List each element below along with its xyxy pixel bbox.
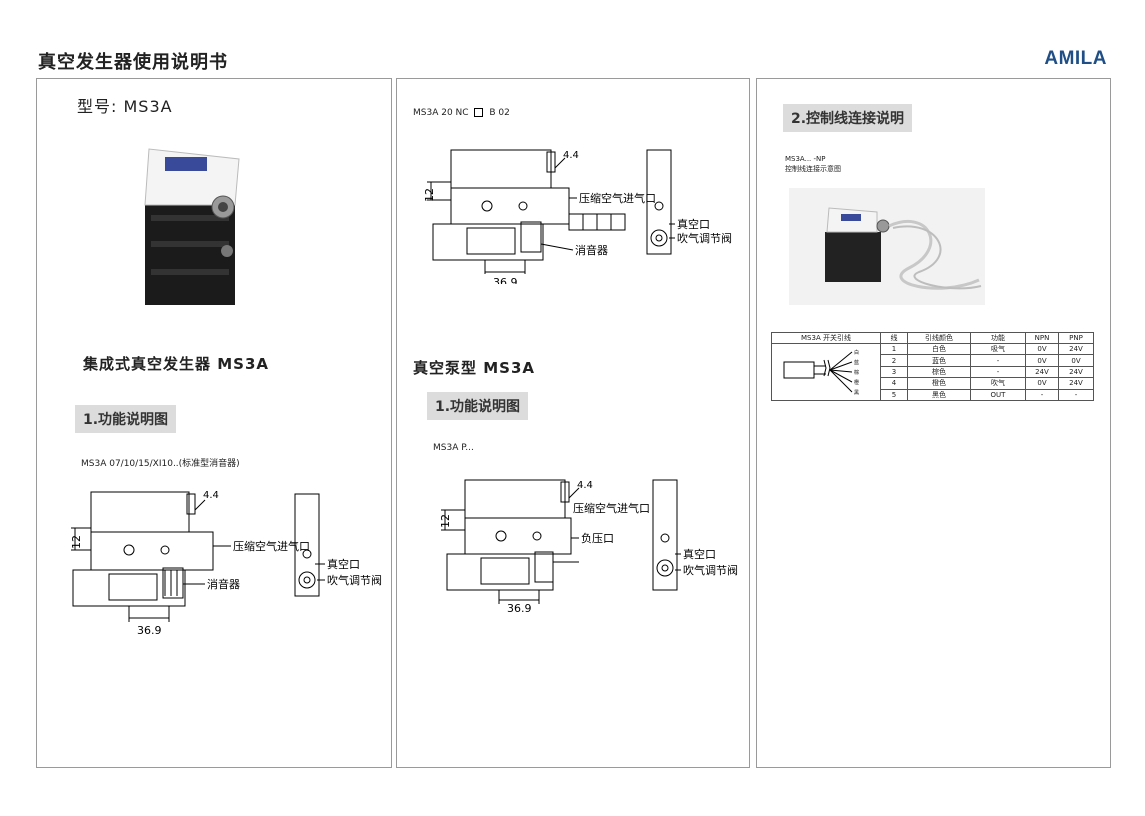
label-air-inlet: 压缩空气进气口 [573, 501, 650, 515]
connector-diagram: 白 蓝 棕 橙 黑 [783, 349, 859, 396]
col-header: MS3A 开关引线 [771, 332, 881, 344]
dim-height: 12 [439, 514, 452, 528]
table-row: 白 蓝 棕 橙 黑 1 白色 吸气 0V 24V [771, 342, 1094, 401]
product-name: 集成式真空发生器 MS3A [83, 355, 269, 373]
cell: 2 [880, 354, 908, 367]
dim-width: 36.9 [507, 602, 532, 614]
wire-mark: 棕 [854, 369, 859, 376]
dim-phi: 4.4 [563, 150, 579, 161]
col-header: 功能 [970, 332, 1026, 344]
dim-height: 12 [423, 188, 436, 202]
variant-label: MS3A 07/10/15/XI10..(标准型消音器) [81, 459, 240, 469]
wiring-table: MS3A 开关引线 线 引线颜色 功能 NPN PNP [771, 332, 1094, 402]
cell: 0V [1058, 354, 1094, 367]
wire-mark: 蓝 [854, 359, 859, 366]
cell: 0V [1025, 342, 1059, 356]
label-air-inlet: 压缩空气进气口 [233, 539, 310, 553]
document-title: 真空发生器使用说明书 [38, 52, 228, 73]
dim-height: 12 [70, 535, 83, 549]
connector-diagram-cell: 白 蓝 棕 橙 黑 [771, 343, 881, 401]
cell: 4 [880, 377, 908, 390]
checkbox-icon [474, 108, 484, 117]
cell: 1 [880, 342, 908, 356]
label-silencer: 消音器 [207, 577, 240, 591]
label-vacuum-port: 真空口 [683, 547, 716, 561]
function-diagram-top: 12 36.9 4.4 压缩空气进气口 消音器 真空口 吹气调节阀 [423, 149, 732, 284]
cell: 白色 [907, 342, 971, 356]
label-negative-port: 负压口 [581, 531, 614, 545]
dim-phi: 4.4 [203, 490, 219, 501]
table-row: 5 黑色 OUT - - [772, 388, 1094, 402]
cell: 0V [1025, 354, 1059, 367]
panel-vacuum-pump: MS3A 20 NC B 02 12 36.9 4.4 压缩空气进气口 消音器 … [396, 78, 750, 768]
top-variant-label: MS3A 20 NC [413, 108, 469, 118]
label-blow-valve: 吹气调节阀 [327, 573, 382, 587]
panel-generator: 型号: MS3A 集成式真空发生器 MS3A 1.功能说明图 MS3A 07/1… [36, 78, 392, 768]
cell: - [1058, 388, 1094, 402]
cell: OUT [970, 388, 1026, 402]
wiring-caption-model: MS3A... -NP [785, 155, 826, 163]
cell: 24V [1025, 365, 1059, 379]
wire-mark: 白 [854, 349, 859, 356]
label-vacuum-port: 真空口 [677, 217, 710, 231]
pump-variant-label: MS3A P... [433, 443, 474, 453]
panel-control-wiring: 2.控制线连接说明 MS3A... -NP 控制线连接示意图 MS3A 开关引线… [756, 78, 1111, 768]
cell: 蓝色 [907, 354, 971, 367]
cell: - [970, 365, 1026, 379]
cell: 橙色 [907, 377, 971, 390]
wire-mark: 橙 [854, 379, 859, 386]
section-function-diagram: 1.功能说明图 [427, 392, 529, 420]
col-header: 引线颜色 [907, 332, 971, 344]
cell: 24V [1058, 377, 1094, 390]
label-blow-valve: 吹气调节阀 [683, 563, 738, 577]
cell: 5 [880, 388, 908, 402]
label-air-inlet: 压缩空气进气口 [579, 191, 656, 205]
cell: - [1025, 388, 1059, 402]
section-control-wiring: 2.控制线连接说明 [783, 104, 913, 132]
top-variant-suffix: B 02 [489, 108, 510, 118]
dim-phi: 4.4 [577, 480, 593, 491]
cell: 吸气 [970, 342, 1026, 356]
cell: 棕色 [907, 365, 971, 379]
dim-width: 36.9 [493, 276, 518, 284]
wiring-photo [789, 188, 985, 305]
label-blow-valve: 吹气调节阀 [677, 231, 732, 245]
label-silencer: 消音器 [575, 243, 608, 257]
cell: 黑色 [907, 388, 971, 402]
cell: 吹气 [970, 377, 1026, 390]
section-function-diagram: 1.功能说明图 [75, 405, 177, 433]
col-header: PNP [1058, 332, 1094, 344]
function-diagram-pump: 12 36.9 4.4 压缩空气进气口 负压口 真空口 吹气调节阀 [439, 479, 738, 614]
col-header: NPN [1025, 332, 1059, 344]
product-photo [144, 148, 240, 305]
cell: 0V [1025, 377, 1059, 390]
cell: - [970, 354, 1026, 367]
pump-title: 真空泵型 MS3A [413, 359, 535, 377]
cell: 24V [1058, 342, 1094, 356]
brand-logo: AMILA [1044, 48, 1107, 69]
cell: 3 [880, 365, 908, 379]
wire-mark: 黑 [854, 390, 859, 396]
table-row: 3 棕色 - 24V 24V [772, 365, 1094, 379]
wiring-caption-text: 控制线连接示意图 [785, 165, 841, 173]
cell: 24V [1058, 365, 1094, 379]
col-header: 线 [880, 332, 908, 344]
label-vacuum-port: 真空口 [327, 557, 360, 571]
model-label: 型号: MS3A [77, 97, 173, 116]
function-diagram-side-view: 12 36.9 4.4 压缩空气进气口 消音器 真空口 吹气调节阀 [70, 490, 382, 637]
dim-width: 36.9 [137, 624, 162, 637]
